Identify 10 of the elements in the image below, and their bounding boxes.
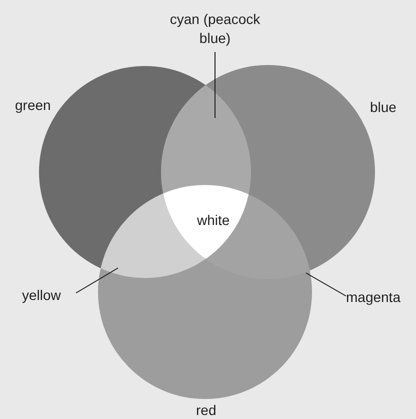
color-label: yellow (22, 286, 74, 305)
leader-line (214, 52, 216, 118)
color-label: green (15, 96, 51, 114)
color-label: cyan (peacock blue) (160, 10, 270, 48)
color-label: magenta (346, 288, 408, 307)
color-label: white (197, 211, 230, 229)
leader-line (306, 272, 346, 296)
leader-line (76, 268, 118, 294)
color-label: blue (370, 98, 396, 116)
color-label: red (196, 401, 216, 419)
